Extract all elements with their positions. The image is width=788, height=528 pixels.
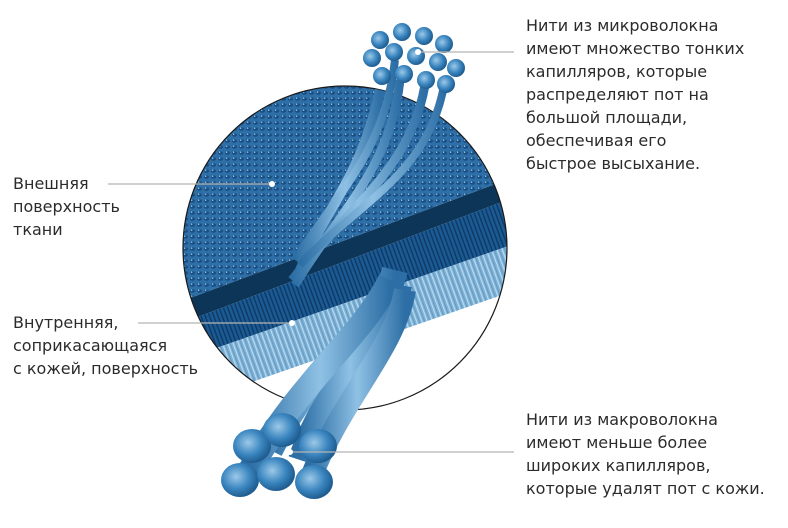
label-outer-surface: Внешняя поверхность ткани [13, 174, 120, 239]
fabric-edge [185, 160, 507, 318]
label-microfiber: Нити из микроволокна имеют множество тон… [526, 16, 745, 173]
label-inner-surface: Внутренняя, соприкасающаяся с кожей, пов… [13, 313, 199, 378]
leader-dots [269, 49, 421, 455]
middle-layer [195, 180, 507, 352]
leader-lines [108, 51, 514, 453]
label-macrofiber: Нити из макроволокна имеют меньше более … [526, 410, 765, 498]
